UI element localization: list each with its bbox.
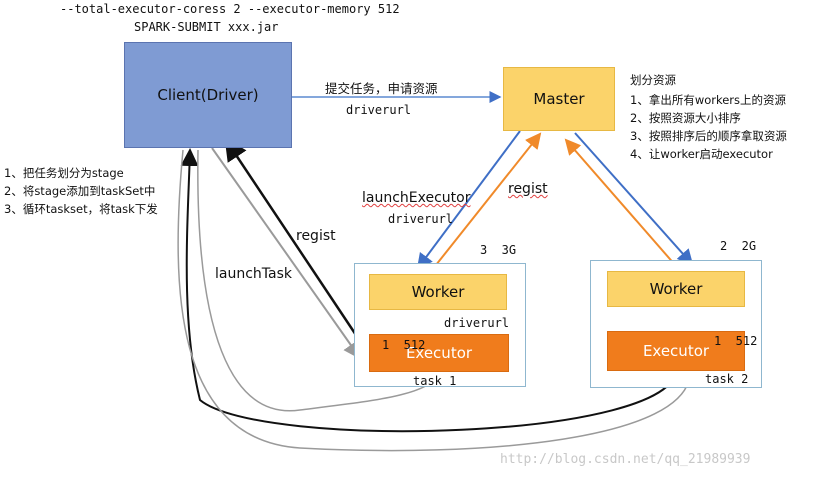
launch-task-arrow [211,147,362,360]
node2-worker-label: Worker [649,280,703,298]
driver-step-2: 2、将stage添加到taskSet中 [4,184,156,198]
master-step-2: 2、按照资源大小排序 [630,111,741,125]
command-line-1: --total-executor-coress 2 --executor-mem… [60,2,400,16]
regist-left-label: regist [296,228,336,244]
executor2-regist-curve [180,148,678,433]
node2-executor-resources: 1 512 [714,334,758,348]
node1-task: task 1 [413,374,457,388]
node1-executor: Executor [369,334,509,372]
master-box: Master [503,67,615,131]
node2-executor-label: Executor [642,342,710,360]
master-label: Master [533,90,585,108]
launch-task-curve-1 [197,149,442,412]
node1-inner-driverurl: driverurl [444,316,510,330]
launch-executor-arrow-1 [416,130,521,270]
launch-task-label: launchTask [215,266,292,282]
node2-resources: 2 2G [720,239,757,253]
node1-resources: 3 3G [480,243,517,257]
driver-step-1: 1、把任务划分为stage [4,166,124,180]
driver-step-3: 3、循环taskset，将task下发 [4,202,158,216]
master-step-4: 4、让worker启动executor [630,147,773,161]
node1-worker-label: Worker [411,283,465,301]
node2-task: task 2 [705,372,749,386]
command-line-2: SPARK-SUBMIT xxx.jar [134,20,279,34]
submit-label: 提交任务，申请资源 [325,81,438,96]
master-steps: 划分资源 1、拿出所有workers上的资源 2、按照资源大小排序 3、按照排序… [630,72,787,162]
executor-regist-arrow [224,137,364,345]
submit-driverurl: driverurl [346,103,412,117]
driver-steps: 1、把任务划分为stage 2、将stage添加到taskSet中 3、循环ta… [4,165,158,217]
master-step-3: 3、按照排序后的顺序拿取资源 [630,129,787,143]
client-driver-label: Client(Driver) [157,86,259,104]
master-steps-title: 划分资源 [630,73,676,87]
regist-arrow-2 [564,138,677,267]
launch-executor-driverurl: driverurl [388,212,454,226]
launch-executor-label: launchExecutor [362,190,471,206]
launch-executor-arrow-2 [574,132,694,266]
node2-executor: Executor [607,331,745,371]
client-driver-box: Client(Driver) [124,42,292,148]
watermark: http://blog.csdn.net/qq_21989939 [500,452,751,467]
node1-container: Worker Executor [354,263,526,387]
node1-executor-resources: 1 512 [382,338,426,352]
master-step-1: 1、拿出所有workers上的资源 [630,93,787,107]
regist-right-label: regist [508,181,548,197]
node1-worker: Worker [369,274,507,310]
launch-task-curve-2 [177,149,697,452]
regist-arrow-1 [431,132,542,271]
node2-worker: Worker [607,271,745,307]
node2-container: Worker Executor [590,260,762,388]
node1-executor-label: Executor [405,344,473,362]
